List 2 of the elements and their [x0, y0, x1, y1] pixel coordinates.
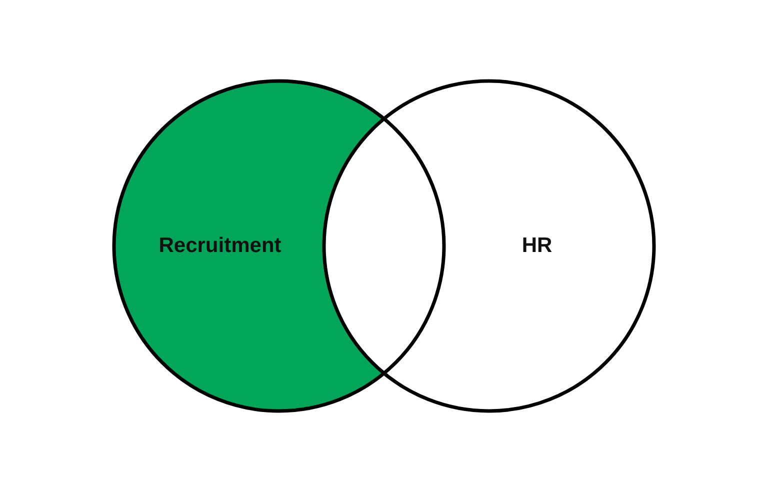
set-label: Recruitment [158, 234, 282, 258]
set-label: HR [522, 234, 552, 258]
